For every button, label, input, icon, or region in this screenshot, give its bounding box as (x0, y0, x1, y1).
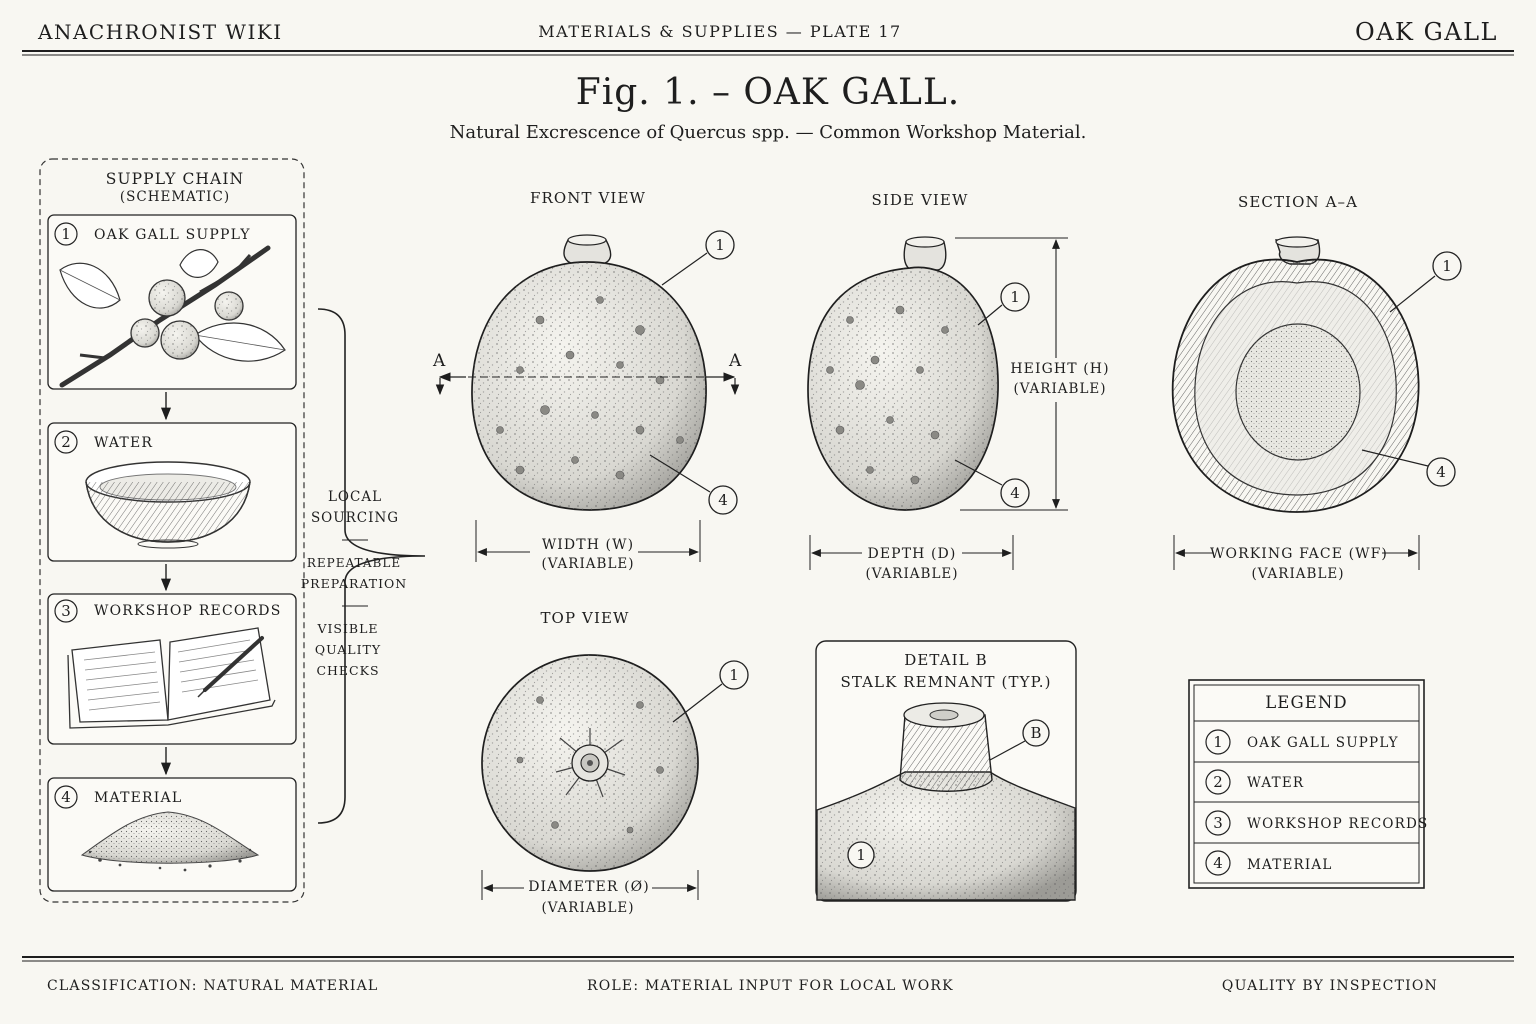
water-bowl-illustration (85, 461, 251, 549)
supply-chain-title: SUPPLY CHAIN (105, 170, 245, 188)
legend-item-water: WATER (1247, 775, 1305, 791)
step-number: 2 (61, 433, 71, 451)
detail-b-subtitle: STALK REMNANT (TYP.) (840, 673, 1052, 691)
working-face-dimension-note: (VARIABLE) (1251, 566, 1345, 582)
depth-dimension-note: (VARIABLE) (865, 566, 959, 582)
legend-title: LEGEND (1265, 693, 1348, 712)
section-view-title: SECTION A–A (1237, 193, 1359, 211)
callout-1: 1 (1442, 257, 1452, 275)
callout-1: 1 (715, 236, 725, 254)
callout-4: 4 (718, 491, 728, 509)
callout-b: B (1030, 724, 1042, 742)
diameter-dimension-note: (VARIABLE) (541, 900, 635, 916)
stalk-remnant-detail (816, 702, 1076, 901)
legend-number: 3 (1213, 814, 1223, 832)
width-dimension-label: WIDTH (W) (541, 537, 635, 553)
plate-section: MATERIALS & SUPPLIES — PLATE 17 (538, 22, 902, 41)
site-name[interactable]: ANACHRONIST WIKI (38, 20, 283, 44)
top-view-title: TOP VIEW (540, 609, 630, 627)
footer-classification: CLASSIFICATION: NATURAL MATERIAL (47, 978, 379, 994)
callout-4: 4 (1436, 463, 1446, 481)
callout-1: 1 (856, 846, 866, 864)
legend-number: 2 (1213, 773, 1223, 791)
diameter-dimension-label: DIAMETER (Ø) (528, 879, 650, 895)
footer-role: ROLE: MATERIAL INPUT FOR LOCAL WORK (587, 978, 954, 994)
brace-note-sourcing: SOURCING (310, 510, 400, 526)
width-dimension-note: (VARIABLE) (541, 556, 635, 572)
figure-subtitle: Natural Excrescence of Quercus spp. — Co… (449, 122, 1087, 143)
legend-item-workshop-records: WORKSHOP RECORDS (1247, 816, 1429, 832)
callout-1: 1 (729, 666, 739, 684)
brace-note-quality: QUALITY (314, 642, 382, 657)
brace-note-local: LOCAL (327, 489, 383, 505)
oak-branch-illustration (59, 245, 286, 388)
footer-quality: QUALITY BY INSPECTION (1221, 978, 1438, 994)
step-number: 4 (61, 788, 71, 806)
legend-number: 1 (1213, 733, 1223, 751)
step-label-material: MATERIAL (94, 790, 183, 806)
front-view-title: FRONT VIEW (529, 189, 647, 207)
step-label-water: WATER (94, 435, 154, 451)
legend-item-material: MATERIAL (1247, 857, 1333, 873)
working-face-dimension-label: WORKING FACE (WF) (1210, 546, 1388, 562)
section-mark-right: A (729, 351, 742, 371)
material-pile-illustration (80, 811, 260, 872)
step-label-oak-gall-supply: OAK GALL SUPPLY (94, 227, 251, 243)
brace-note-visible: VISIBLE (317, 621, 379, 636)
figure-title: Fig. 1. – OAK GALL. (575, 72, 961, 113)
height-dimension-note: (VARIABLE) (1013, 381, 1107, 397)
side-view-gall (807, 236, 999, 511)
legend-item-oak-gall-supply: OAK GALL SUPPLY (1247, 735, 1399, 751)
supply-chain-subtitle: (SCHEMATIC) (119, 189, 231, 205)
callout-1: 1 (1010, 288, 1020, 306)
section-mark-left: A (433, 351, 446, 371)
step-number: 1 (61, 225, 71, 243)
detail-b-title: DETAIL B (904, 651, 988, 669)
height-dimension-label: HEIGHT (H) (1010, 361, 1110, 377)
brace-note-preparation: PREPARATION (300, 576, 408, 591)
callout-4: 4 (1010, 484, 1020, 502)
page-subject: OAK GALL (1355, 18, 1498, 46)
top-view-gall (481, 654, 699, 872)
step-number: 3 (61, 602, 71, 620)
workshop-book-illustration (67, 627, 276, 729)
step-label-workshop-records: WORKSHOP RECORDS (94, 603, 282, 619)
legend-number: 4 (1213, 854, 1223, 872)
side-view-title: SIDE VIEW (871, 191, 969, 209)
brace-note-checks: CHECKS (316, 663, 380, 678)
section-view-gall (1171, 236, 1420, 513)
front-view-gall (471, 234, 707, 511)
brace-note-repeatable: REPEATABLE (306, 556, 402, 570)
depth-dimension-label: DEPTH (D) (867, 546, 957, 562)
